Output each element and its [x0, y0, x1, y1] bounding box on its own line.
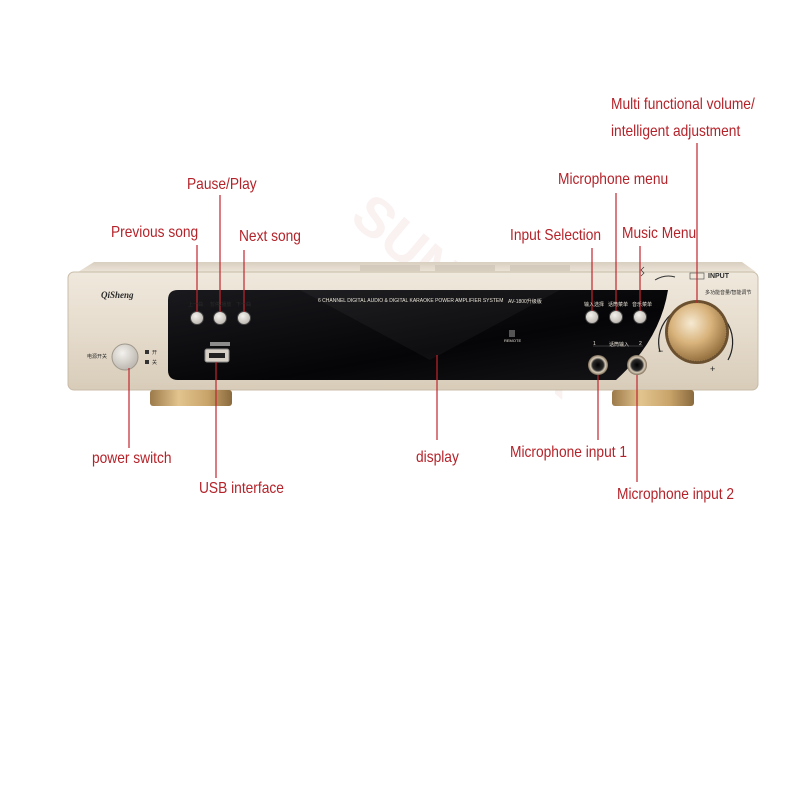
- remote-sensor: [509, 330, 515, 337]
- next-song-button[interactable]: [237, 311, 251, 325]
- remote-label: REMOTE: [504, 338, 522, 343]
- music-menu-button[interactable]: [633, 310, 647, 324]
- input-selection-button[interactable]: [585, 310, 599, 324]
- label-input-selection: Input Selection: [510, 227, 602, 244]
- music-menu-printed: 音乐菜单: [632, 302, 653, 308]
- label-microphone-menu: Microphone menu: [558, 171, 669, 188]
- label-pause-play: Pause/Play: [187, 176, 257, 193]
- system-description: 6 CHANNEL DIGITAL AUDIO & DIGITAL KARAOK…: [318, 298, 504, 304]
- power-on-label: 开: [152, 350, 158, 356]
- input-logo: INPUT: [708, 273, 729, 280]
- label-music-menu: Music Menu: [622, 225, 697, 242]
- optical-icon: [654, 275, 676, 281]
- leader-lines: [128, 143, 698, 482]
- mic-row-label: 话筒输入: [609, 342, 630, 348]
- power-label: 电源开关: [87, 354, 108, 360]
- mic-menu-printed: 话筒菜单: [608, 302, 629, 308]
- svg-text:−: −: [658, 346, 663, 356]
- right-foot: [612, 390, 694, 406]
- pause-play-printed: 暂停/播放: [210, 302, 232, 308]
- previous-song-printed: 上一曲: [188, 302, 204, 308]
- model-text: AV-1800升级版: [508, 299, 542, 305]
- label-microphone-input-2: Microphone input 2: [617, 486, 735, 503]
- next-song-printed: 下一曲: [236, 302, 252, 308]
- knob-label: 多功能音量/智能调节: [705, 290, 752, 296]
- label-multi-volume-line1: Multi functional volume/: [611, 96, 755, 113]
- label-multi-volume-line2: intelligent adjustment: [611, 123, 741, 140]
- mic-1-printed: 1: [593, 341, 596, 347]
- power-button[interactable]: [111, 343, 139, 371]
- brand-logo: QiSheng: [101, 290, 134, 300]
- microphone-menu-button[interactable]: [609, 310, 623, 324]
- label-power-switch: power switch: [92, 450, 172, 467]
- label-display: display: [416, 449, 459, 466]
- bluetooth-icon: [640, 266, 645, 277]
- previous-song-button[interactable]: [190, 311, 204, 325]
- microphone-input-2-jack[interactable]: [627, 355, 647, 375]
- power-off-label: 关: [152, 360, 158, 366]
- pause-play-button[interactable]: [213, 311, 227, 325]
- volume-knob[interactable]: [668, 303, 726, 361]
- display-panel: [168, 290, 668, 380]
- label-microphone-input-1: Microphone input 1: [510, 444, 628, 461]
- mic-2-printed: 2: [639, 341, 642, 347]
- label-previous-song: Previous song: [111, 224, 199, 241]
- svg-text:+: +: [710, 364, 715, 374]
- input-selection-printed: 输入选择: [584, 302, 605, 308]
- microphone-input-1-jack[interactable]: [588, 355, 608, 375]
- left-foot: [150, 390, 232, 406]
- label-next-song: Next song: [239, 228, 301, 245]
- label-usb-interface: USB interface: [199, 480, 284, 497]
